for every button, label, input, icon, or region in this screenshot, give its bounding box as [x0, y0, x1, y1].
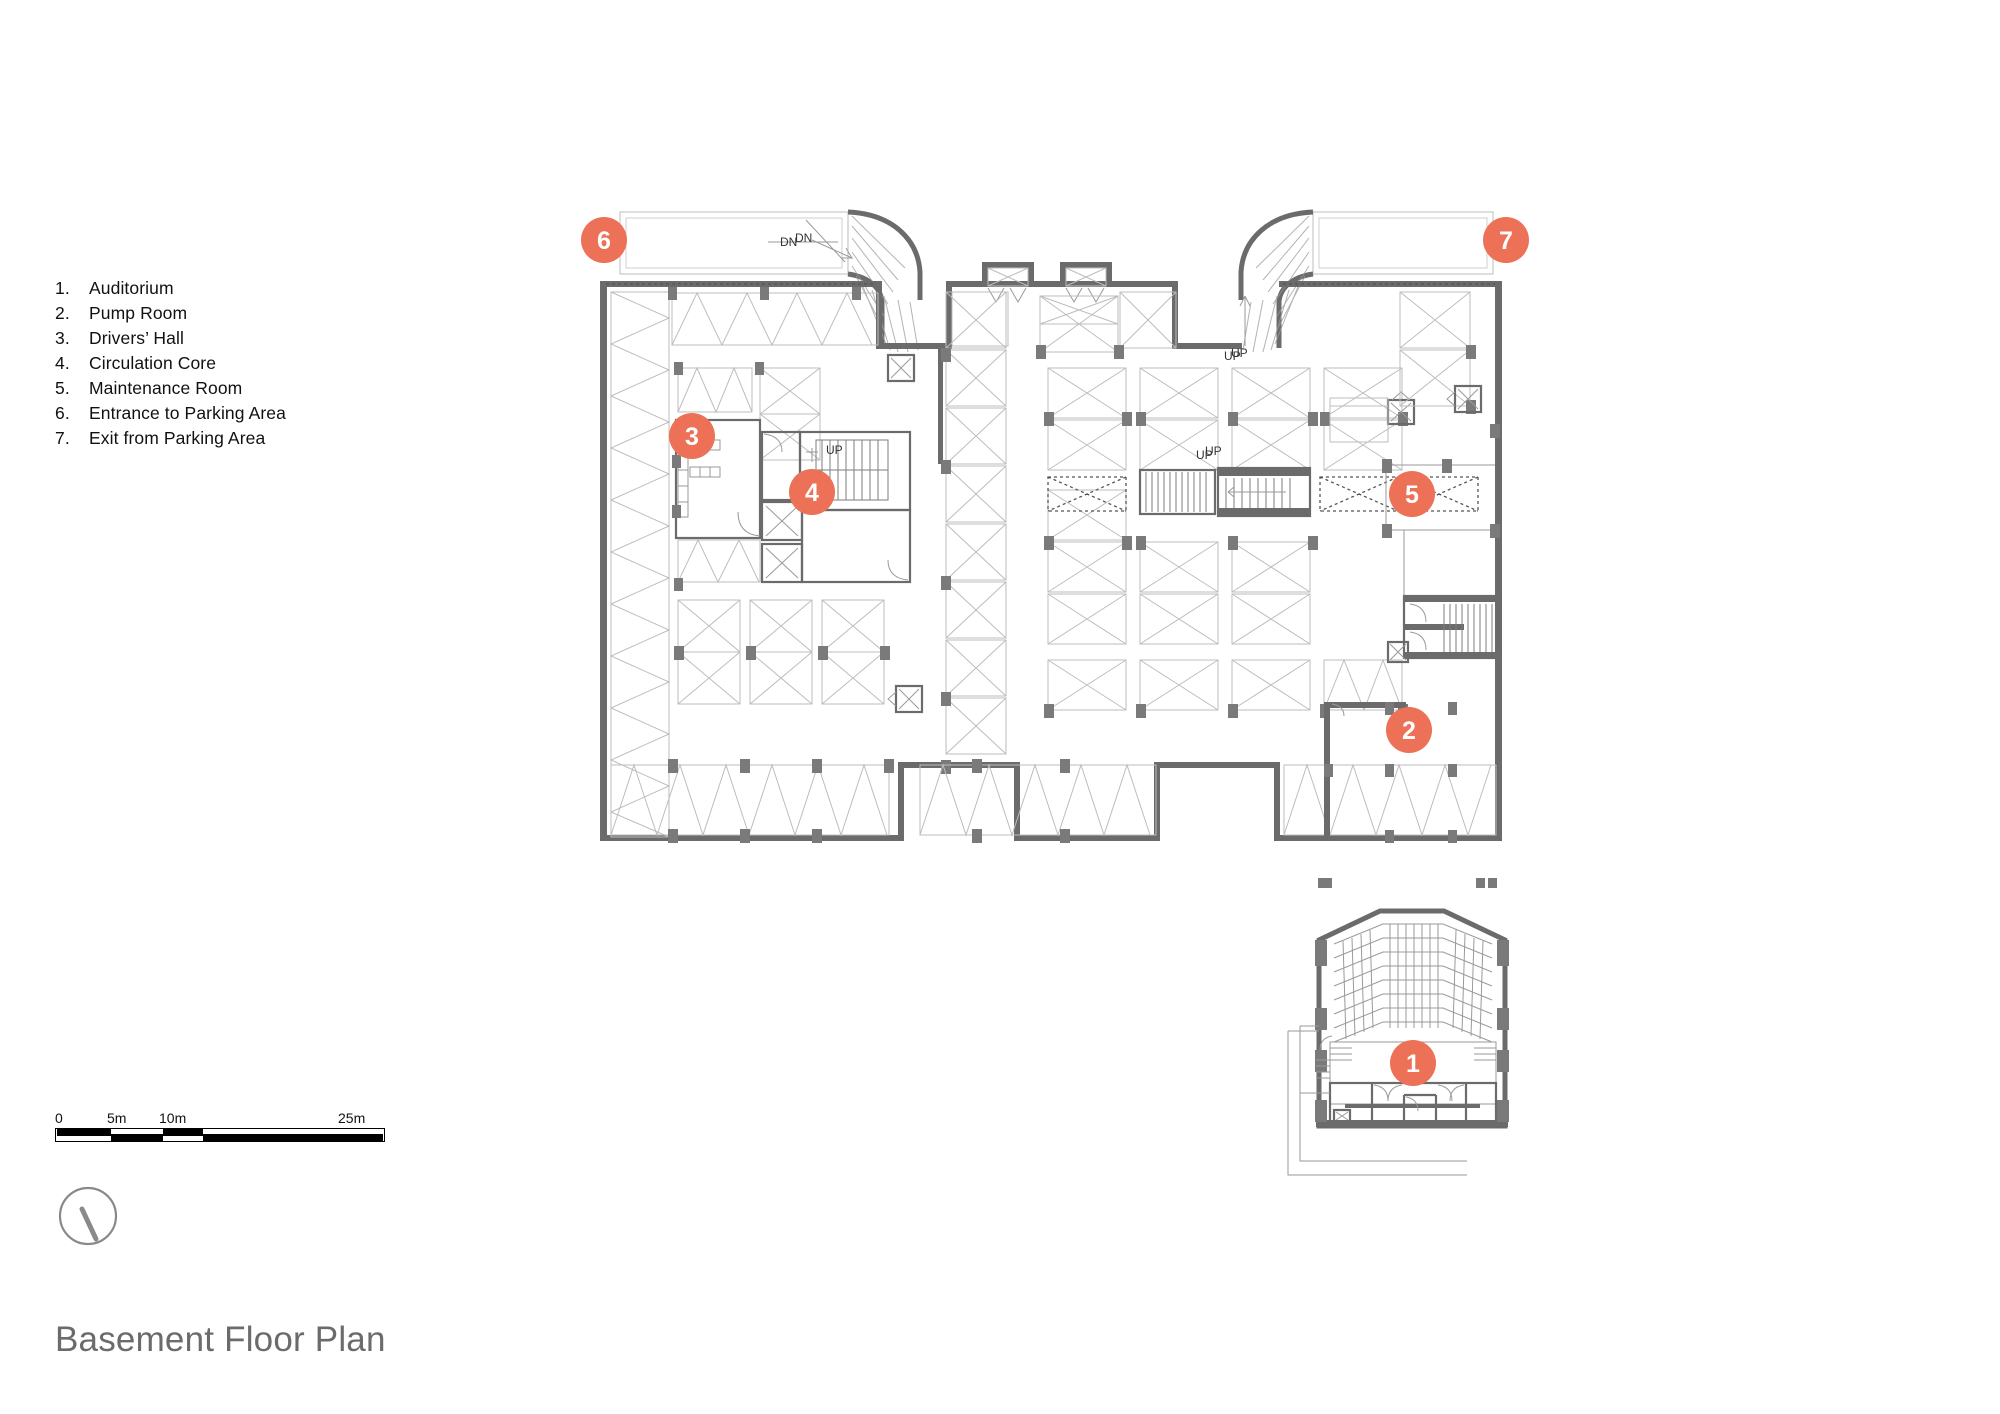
legend-item-number: 5. — [55, 378, 70, 398]
marker-circle — [1389, 471, 1435, 517]
legend-item-number: 3. — [55, 328, 70, 348]
legend-item-7: 7. Exit from Parking Area — [55, 428, 415, 448]
scale-bar: 0 5m 10m 25m — [55, 1108, 385, 1154]
legend-item-1: 1. Auditorium — [55, 278, 415, 298]
marker-circle — [1390, 1040, 1436, 1086]
marker-number: 5 — [1405, 481, 1419, 509]
basement-outline — [600, 262, 1502, 841]
legend-item-5: 5. Maintenance Room — [55, 378, 415, 398]
legend-list: 1. Auditorium 2. Pump Room 3. Drivers’ Hall 4.… — [55, 278, 415, 455]
marker-circle — [1386, 707, 1432, 753]
plan-annotation: UP — [826, 443, 843, 457]
maintenance-room — [1382, 384, 1500, 596]
parking-row-top-left — [668, 287, 879, 347]
scale-tick-25: 25m — [338, 1110, 366, 1126]
plan-annotation: UP — [1231, 346, 1248, 360]
north-arrow-needle — [79, 1206, 99, 1242]
legend-item-label: Circulation Core — [89, 353, 217, 373]
legend-item-6: 6. Entrance to Parking Area — [55, 403, 415, 423]
ramp-up-label-right: UP — [1224, 349, 1241, 363]
parking-strip-left — [609, 291, 671, 838]
legend-item-number: 2. — [55, 303, 70, 323]
plan-marker-3[interactable]: 3 — [669, 413, 715, 459]
legend-item-3: 3. Drivers’ Hall — [55, 328, 415, 348]
marker-circle — [669, 413, 715, 459]
plan-marker-6[interactable]: 6 — [581, 217, 627, 263]
legend-item-label: Maintenance Room — [89, 378, 243, 398]
legend-item-label: Drivers’ Hall — [89, 328, 184, 348]
plan-marker-1[interactable]: 1 — [1390, 1040, 1436, 1086]
central-stair: UP — [1138, 448, 1312, 518]
legend-item-label: Entrance to Parking Area — [89, 403, 286, 423]
plan-marker-5[interactable]: 5 — [1389, 471, 1435, 517]
parking-bays: UP — [610, 291, 1497, 843]
legend-item-number: 6. — [55, 403, 70, 423]
drivers-hall-block — [672, 353, 916, 591]
scale-bar-ticks: 0 5m 10m 25m — [55, 1108, 385, 1126]
pump-room — [1324, 702, 1457, 843]
scale-tick-5: 5m — [107, 1110, 127, 1126]
north-arrow-circle — [58, 1186, 118, 1246]
legend-item-number: 7. — [55, 428, 70, 448]
legend-item-label: Exit from Parking Area — [89, 428, 266, 448]
plan-marker-2[interactable]: 2 — [1386, 707, 1432, 753]
stair-up-label-center: UP — [1196, 448, 1213, 462]
legend-item-label: Auditorium — [89, 278, 174, 298]
auditorium — [1287, 878, 1509, 1176]
marker-number: 6 — [597, 227, 611, 255]
legend-item-2: 2. Pump Room — [55, 303, 415, 323]
legend-item-number: 1. — [55, 278, 70, 298]
marker-number: 7 — [1499, 227, 1513, 255]
legend-item-label: Pump Room — [89, 303, 188, 323]
scale-tick-0: 0 — [55, 1110, 63, 1126]
marker-number: 1 — [1406, 1050, 1420, 1078]
scale-tick-10: 10m — [159, 1110, 187, 1126]
marker-number: 3 — [685, 423, 699, 451]
scale-bar-graphic — [55, 1128, 385, 1142]
aisle-elevator — [887, 684, 924, 714]
marker-circle — [1483, 217, 1529, 263]
plan-markers: 1 2 3 4 5 6 7 — [581, 217, 1529, 1086]
right-stair-core — [1386, 594, 1502, 664]
page-title: Basement Floor Plan — [55, 1320, 386, 1359]
aisle-wall — [938, 349, 943, 464]
marker-number: 2 — [1402, 717, 1416, 745]
ramp-dn-label: DN — [780, 235, 797, 249]
marker-circle — [789, 469, 835, 515]
plan-marker-4[interactable]: 4 — [789, 469, 835, 515]
marker-circle — [581, 217, 627, 263]
plan-annotation: UP — [1205, 444, 1222, 458]
north-arrow — [57, 1185, 119, 1247]
marker-number: 4 — [805, 479, 819, 507]
plan-annotation: DN — [795, 231, 812, 245]
legend-item-4: 4. Circulation Core — [55, 353, 415, 373]
legend-item-number: 4. — [55, 353, 70, 373]
exit-ramp-right: UP — [1224, 209, 1494, 363]
plan-marker-7[interactable]: 7 — [1483, 217, 1529, 263]
